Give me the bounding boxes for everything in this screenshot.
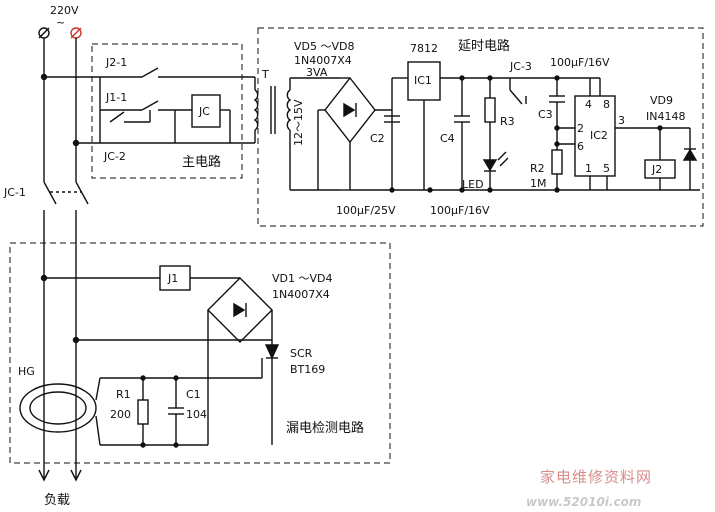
label-R2: R2 xyxy=(530,162,545,175)
ic2-pin-2: 2 xyxy=(577,122,584,135)
label-R3: R3 xyxy=(500,115,515,128)
label-JC: JC xyxy=(198,105,210,118)
label-J1-1: J1-1 xyxy=(105,91,127,104)
label-C3-value: 100μF/16V xyxy=(550,56,610,69)
regulator-IC1 xyxy=(407,61,600,190)
label-JC-1: JC-1 xyxy=(3,186,26,199)
mains-wires xyxy=(38,38,89,482)
label-C3: C3 xyxy=(538,108,553,121)
label-C4-value: 100μF/16V xyxy=(430,204,490,217)
label-C4: C4 xyxy=(440,132,455,145)
label-T: T xyxy=(261,68,269,81)
voltage-label: 220V xyxy=(50,4,79,17)
leak-detect-box xyxy=(9,242,391,464)
ic2-pin-5: 5 xyxy=(603,162,610,175)
label-VD9: VD9 xyxy=(650,94,673,107)
main-circuit-wiring xyxy=(44,67,256,144)
ic2-pin-4: 4 xyxy=(585,98,592,111)
label-3VA: 3VA xyxy=(306,66,328,79)
delay-circuit-box xyxy=(257,27,704,227)
label-C2-value: 100μF/25V xyxy=(336,204,396,217)
label-JC-3: JC-3 xyxy=(509,60,532,73)
timer-IC2 xyxy=(574,78,660,190)
current-transformer-HG xyxy=(19,377,101,446)
label-J1: J1 xyxy=(167,272,178,285)
junction-dots xyxy=(40,73,663,448)
ic2-pin-3: 3 xyxy=(618,114,625,127)
label-secondary-voltage: 12～15V xyxy=(292,99,305,146)
label-LED: LED xyxy=(462,178,484,191)
label-C1-value: 104 xyxy=(186,408,207,421)
label-J2-1: J2-1 xyxy=(105,56,127,69)
label-7812: 7812 xyxy=(410,42,438,55)
label-R2-value: 1M xyxy=(530,177,547,190)
label-C2: C2 xyxy=(370,132,385,145)
main-circuit-title: 主电路 xyxy=(182,154,221,170)
load-label: 负载 xyxy=(44,493,70,508)
label-R1-value: 200 xyxy=(110,408,131,421)
watermark-cn: 家电维修资料网 xyxy=(540,468,652,486)
ic2-pin-8: 8 xyxy=(603,98,610,111)
capacitor-C3-R2 xyxy=(549,78,575,190)
label-IC2: IC2 xyxy=(590,129,608,142)
mains-terminals xyxy=(38,27,82,39)
leak-wiring xyxy=(44,265,280,446)
transformer-T xyxy=(253,77,340,191)
label-JC-2: JC-2 xyxy=(103,150,126,163)
leak-detect-title: 漏电检测电路 xyxy=(286,420,364,436)
label-bridge-VD5-VD8: VD5 ～VD8 xyxy=(294,40,354,53)
label-VD9-part: IN4148 xyxy=(646,110,685,123)
label-bridge-part: 1N4007X4 xyxy=(294,54,352,67)
label-J2: J2 xyxy=(651,163,662,176)
relay-J2-VD9 xyxy=(644,127,698,190)
label-SCR: SCR xyxy=(290,347,313,360)
label-HG: HG xyxy=(18,365,35,378)
watermark-url: www.52010i.com xyxy=(526,495,641,509)
ic2-pin-1: 1 xyxy=(585,162,592,175)
resistor-R3-led xyxy=(482,78,509,190)
capacitor-C4 xyxy=(454,78,470,190)
label-C1: C1 xyxy=(186,388,201,401)
label-bridge-VD1-part: 1N4007X4 xyxy=(272,288,330,301)
ac-symbol: ~ xyxy=(56,16,65,29)
label-R1: R1 xyxy=(116,388,131,401)
ic2-pin-6: 6 xyxy=(577,140,584,153)
capacitor-C2 xyxy=(384,115,400,123)
bridge-VD5-VD8 xyxy=(317,76,700,191)
label-SCR-part: BT169 xyxy=(290,363,325,376)
main-circuit-box xyxy=(91,43,243,179)
label-IC1: IC1 xyxy=(414,74,432,87)
relay-contact-JC-3 xyxy=(509,78,527,105)
label-bridge-VD1-VD4: VD1 ～VD4 xyxy=(272,272,332,285)
delay-circuit-title: 延时电路 xyxy=(458,38,510,54)
